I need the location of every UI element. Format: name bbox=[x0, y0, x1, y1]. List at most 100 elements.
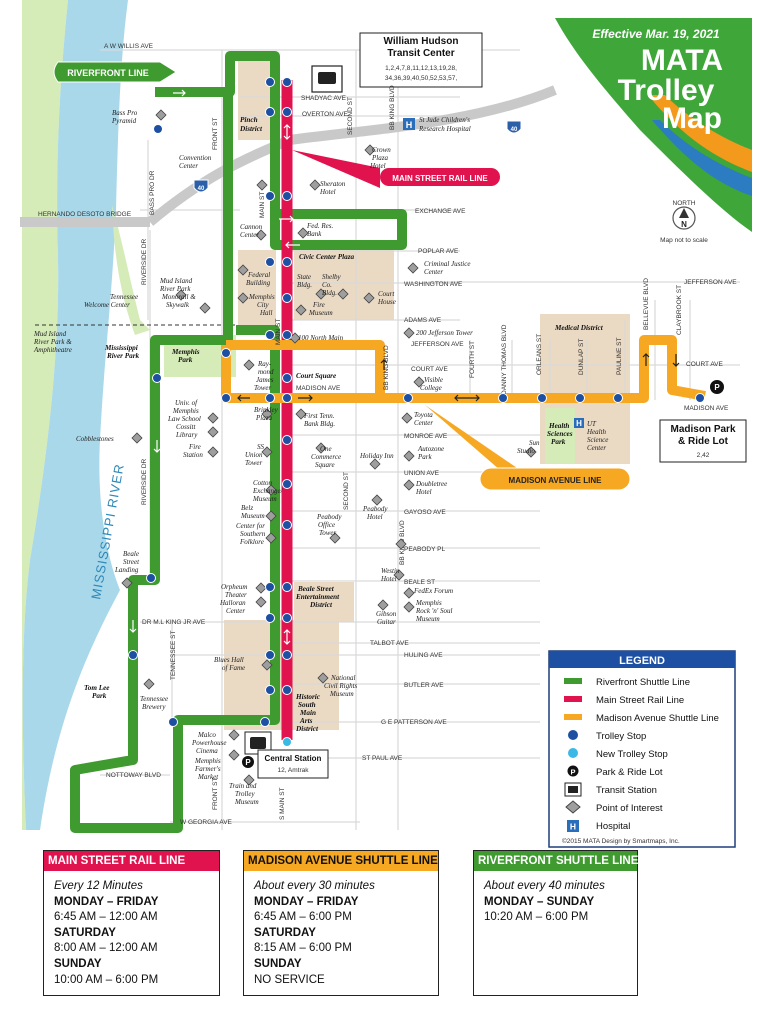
hospital-icon: H bbox=[403, 118, 415, 130]
poi-marker-icon bbox=[413, 376, 425, 388]
poi-marker-icon bbox=[403, 601, 415, 613]
poi-marker-icon bbox=[369, 458, 381, 470]
trolley-stop-icon bbox=[282, 479, 292, 489]
street-label: OVERTON AVE bbox=[302, 111, 349, 118]
svg-text:Holiday Inn: Holiday Inn bbox=[359, 452, 394, 460]
poi-marker-icon bbox=[525, 446, 537, 458]
point-of-interest-icon bbox=[565, 800, 581, 814]
poi-marker-icon bbox=[403, 450, 415, 462]
svg-text:Cannon: Cannon bbox=[240, 223, 263, 231]
poi-marker-icon bbox=[364, 144, 376, 156]
street-label: HULING AVE bbox=[404, 652, 443, 659]
poi-marker-icon bbox=[295, 408, 307, 420]
street-label: GAYOSO AVE bbox=[404, 509, 446, 516]
svg-text:Monorail &: Monorail & bbox=[161, 293, 196, 301]
poi-marker-icon bbox=[207, 412, 219, 424]
trolley-stop-icon bbox=[282, 685, 292, 695]
schedule-hours: NO SERVICE bbox=[254, 973, 325, 986]
poi-marker-icon bbox=[265, 510, 277, 522]
trolley-stop-icon bbox=[265, 685, 275, 695]
svg-text:P: P bbox=[714, 383, 720, 392]
legend-item: Riverfront Shuttle Line bbox=[596, 677, 690, 688]
svg-text:Mud Island: Mud Island bbox=[159, 277, 193, 285]
legend-item: New Trolley Stop bbox=[596, 749, 668, 760]
poi-marker-icon bbox=[403, 587, 415, 599]
poi-marker-icon bbox=[377, 599, 389, 611]
trolley-stop-icon bbox=[537, 393, 547, 403]
svg-text:Central Station: Central Station bbox=[265, 754, 322, 763]
svg-text:Welcome Center: Welcome Center bbox=[84, 301, 130, 309]
trolley-stop-icon bbox=[282, 191, 292, 201]
title-banner: Effective Mar. 19, 2021 MATA Trolley Map bbox=[555, 18, 752, 232]
street-label: SECOND ST bbox=[347, 97, 354, 135]
arrow-icon bbox=[283, 124, 291, 140]
central-station[interactable]: P Central Station 12, Amtrak bbox=[242, 731, 329, 779]
svg-text:Fire: Fire bbox=[188, 443, 201, 451]
poi-labels: Bass Pro Pyramid Pinch District St Jude … bbox=[33, 109, 608, 806]
madison-park-ride-lot[interactable]: P Madison Park & Ride Lot 2,42 bbox=[659, 380, 747, 463]
trolley-stop-icon bbox=[282, 330, 292, 340]
schedule-title: MADISON AVENUE SHUTTLE LINE bbox=[244, 851, 438, 871]
civic-plaza-area bbox=[294, 250, 394, 320]
svg-text:Park: Park bbox=[551, 438, 566, 446]
svg-text:Orpheum: Orpheum bbox=[221, 583, 247, 591]
street-label: MONROE AVE bbox=[404, 433, 448, 440]
legend-item: Main Street Rail Line bbox=[596, 695, 684, 706]
svg-text:Crown: Crown bbox=[372, 146, 391, 154]
street-label: CLAYBROOK ST bbox=[676, 285, 683, 335]
schedule-frequency: About every 40 minutes bbox=[484, 880, 605, 892]
svg-text:Trolley: Trolley bbox=[235, 790, 255, 798]
street-label: A W WILLIS AVE bbox=[104, 43, 154, 50]
svg-text:200 Jefferson Tower: 200 Jefferson Tower bbox=[416, 329, 473, 337]
transit-center-name-2: Transit Center bbox=[387, 48, 454, 59]
svg-text:Exchange/: Exchange/ bbox=[252, 487, 284, 495]
direction-arrows-dark bbox=[237, 353, 680, 402]
william-hudson-transit-center[interactable]: William Hudson Transit Center 1,2,4,7,8,… bbox=[311, 32, 483, 93]
schedule-main-street: MAIN STREET RAIL LINE Every 12 Minutes M… bbox=[43, 850, 220, 996]
svg-text:Center: Center bbox=[424, 268, 443, 276]
svg-text:South: South bbox=[298, 701, 316, 709]
svg-text:Museum: Museum bbox=[252, 495, 277, 503]
svg-text:Hotel: Hotel bbox=[319, 188, 336, 196]
svg-text:Sciences: Sciences bbox=[547, 430, 573, 438]
svg-text:Street: Street bbox=[123, 558, 140, 566]
svg-text:Park: Park bbox=[417, 453, 433, 461]
svg-text:Plaza: Plaza bbox=[371, 154, 388, 162]
svg-text:Historic: Historic bbox=[295, 693, 321, 701]
svg-text:Square: Square bbox=[315, 461, 335, 469]
svg-text:Pinch: Pinch bbox=[240, 116, 258, 124]
effective-date: Effective Mar. 19, 2021 bbox=[592, 27, 720, 41]
schedule-frequency: Every 12 Minutes bbox=[54, 880, 143, 892]
svg-text:Folklore: Folklore bbox=[239, 538, 264, 546]
i40-shield-icon: 40 bbox=[193, 179, 209, 193]
scale-note: Map not to scale bbox=[660, 237, 708, 244]
arrow-icon bbox=[237, 394, 250, 402]
poi-marker-icon bbox=[315, 288, 327, 300]
svg-text:Building: Building bbox=[246, 279, 271, 287]
svg-text:Visible: Visible bbox=[424, 376, 443, 384]
svg-text:Hotel: Hotel bbox=[369, 162, 386, 170]
trolley-stop-icon bbox=[265, 77, 275, 87]
svg-text:Hall: Hall bbox=[259, 309, 273, 317]
arrow-icon bbox=[283, 629, 291, 645]
svg-text:Rock 'n' Soul: Rock 'n' Soul bbox=[415, 607, 452, 615]
svg-text:Gibson: Gibson bbox=[376, 610, 397, 618]
legend-item: Trolley Stop bbox=[596, 731, 646, 742]
riverbank-land bbox=[22, 0, 68, 830]
schedule-madison: MADISON AVENUE SHUTTLE LINE About every … bbox=[243, 850, 439, 996]
health-sciences-park-area bbox=[545, 408, 575, 464]
svg-text:Museum: Museum bbox=[234, 798, 259, 806]
svg-text:Health: Health bbox=[548, 422, 569, 430]
trolley-stop-icon bbox=[153, 124, 163, 134]
street-label: FRONT ST bbox=[212, 118, 219, 150]
svg-text:Peabody: Peabody bbox=[362, 505, 388, 513]
svg-text:P: P bbox=[570, 768, 575, 777]
trolley-stop-icon bbox=[498, 393, 508, 403]
street-label: DUNLAP ST bbox=[578, 339, 585, 375]
svg-text:SS: SS bbox=[257, 443, 265, 451]
schedule-hours: 8:00 AM – 12:00 AM bbox=[54, 942, 158, 955]
street-label: TALBOT AVE bbox=[370, 640, 409, 647]
poi-marker-icon bbox=[131, 432, 143, 444]
schedule-day: SUNDAY bbox=[254, 957, 302, 970]
trolley-stop-icon bbox=[282, 582, 292, 592]
